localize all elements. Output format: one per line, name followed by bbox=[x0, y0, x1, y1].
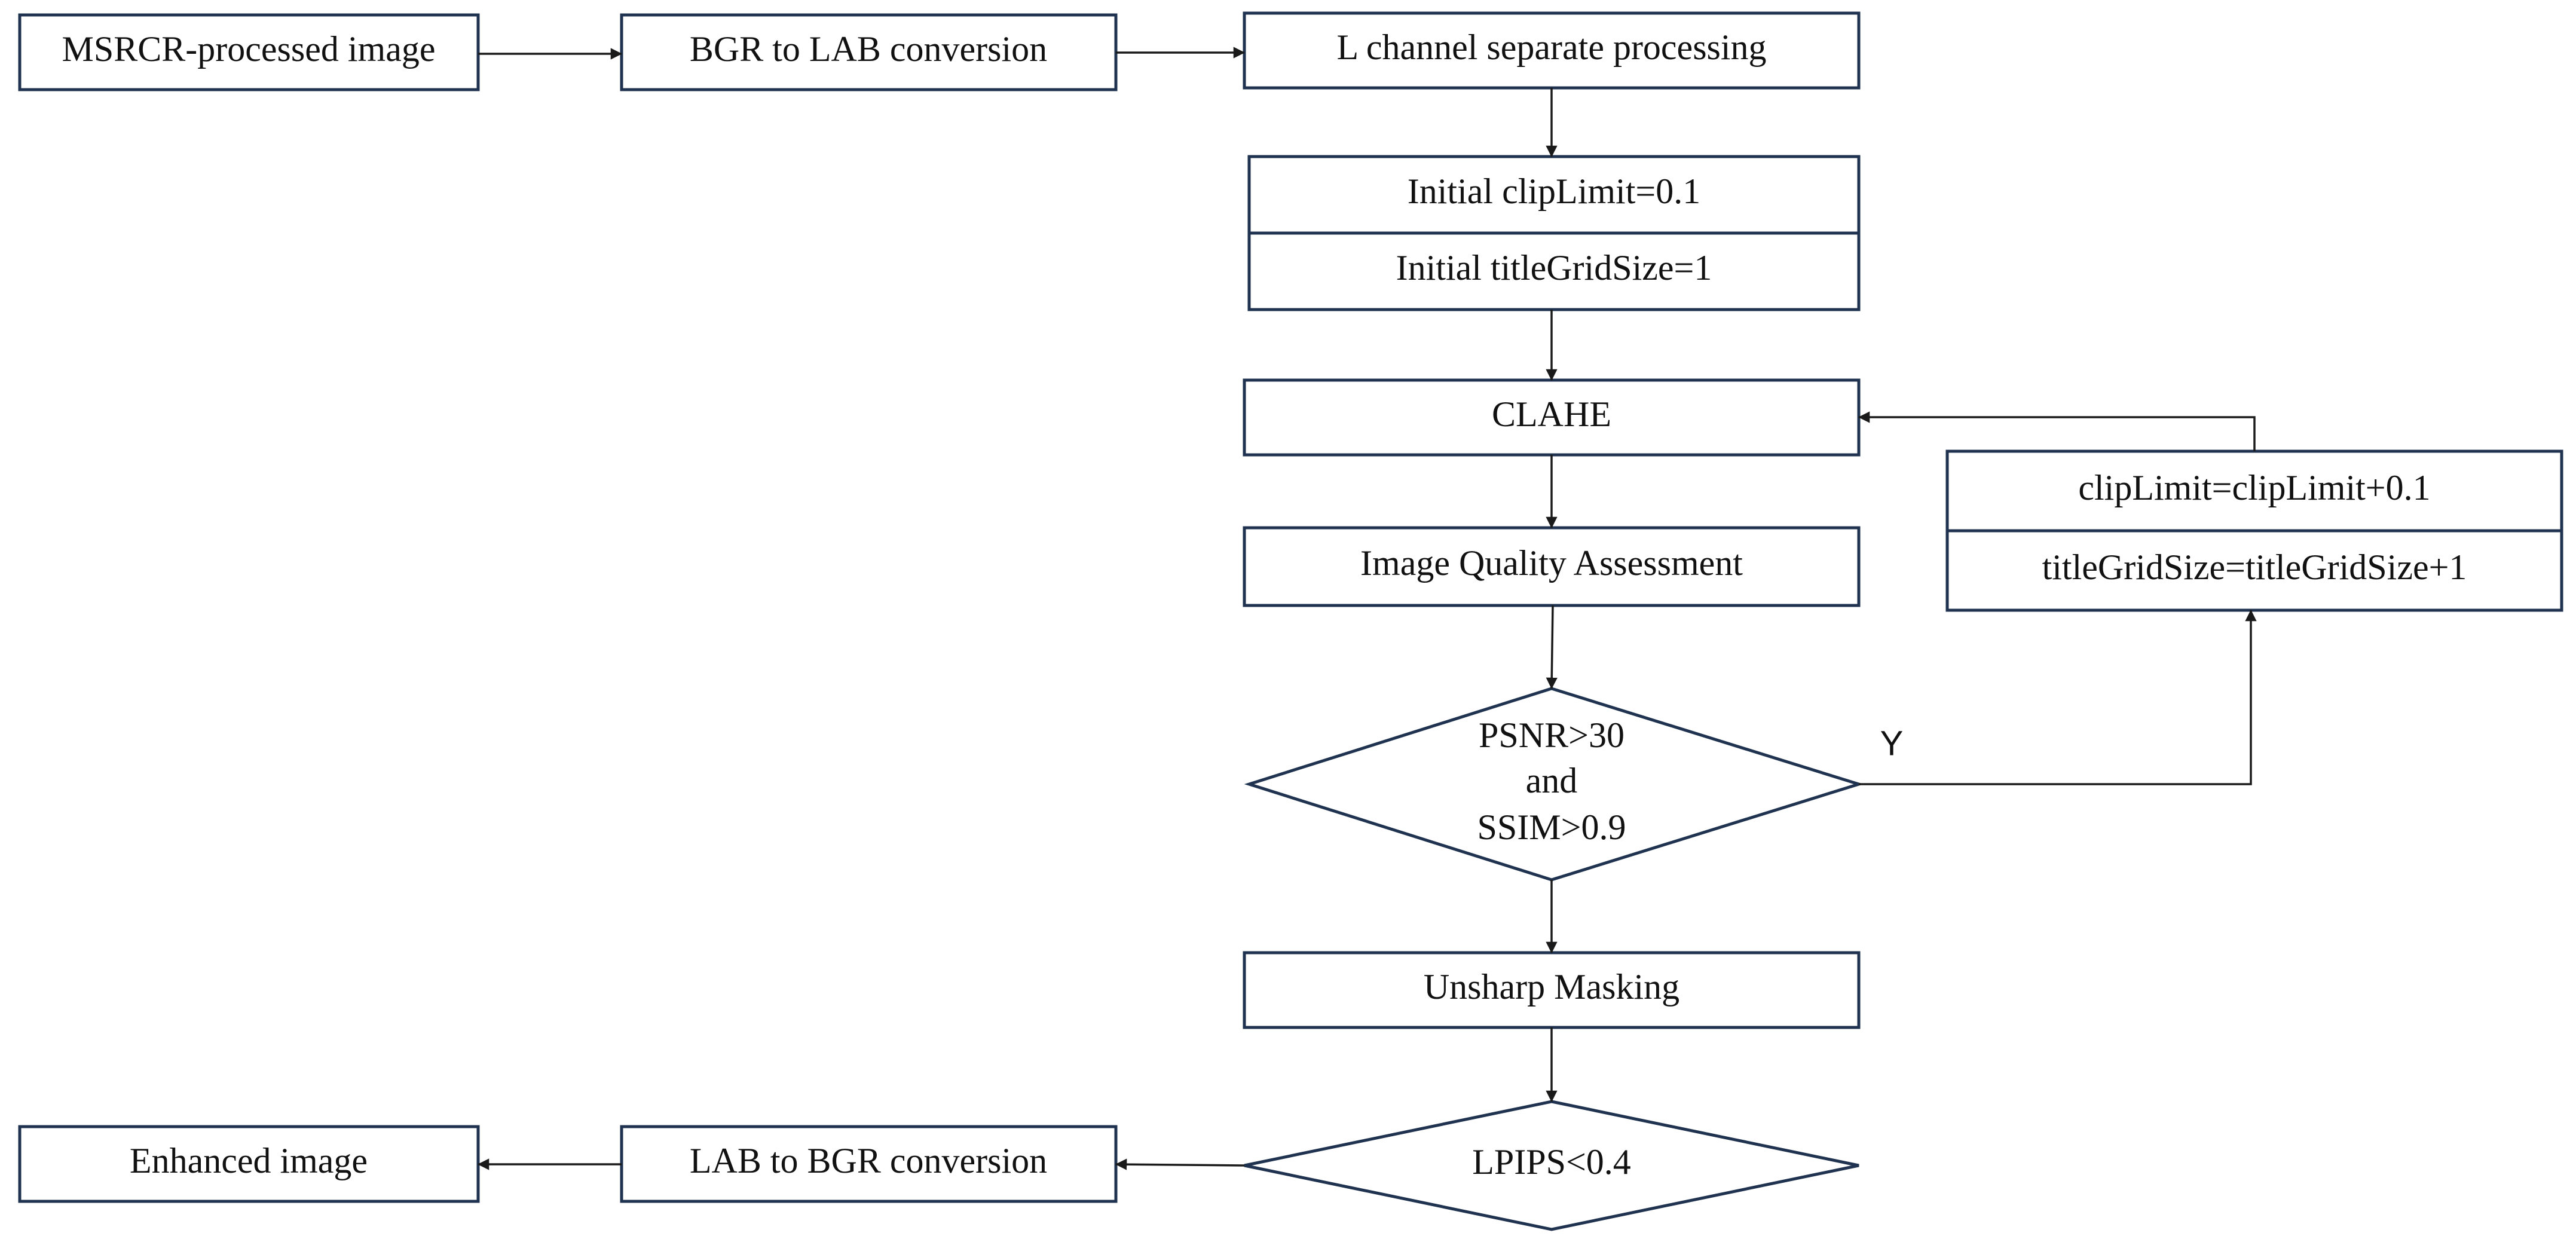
update-clip-label: clipLimit=clipLimit+0.1 bbox=[2078, 468, 2430, 507]
decision-lpips bbox=[1244, 1100, 1859, 1231]
clahe-label: CLAHE bbox=[1492, 394, 1611, 434]
l-channel-label: L channel separate processing bbox=[1336, 27, 1766, 67]
decision1-line3: SSIM>0.9 bbox=[1477, 807, 1626, 847]
init-grid-label: Initial titleGridSize=1 bbox=[1396, 248, 1712, 287]
init-clip-label: Initial clipLimit=0.1 bbox=[1408, 172, 1700, 211]
iqa-label: Image Quality Assessment bbox=[1360, 543, 1743, 583]
init-clip-box bbox=[1247, 155, 1861, 235]
lab-bgr-box bbox=[620, 1125, 1118, 1203]
msrcr-box bbox=[18, 13, 480, 91]
edge-lpips-to-labbgr bbox=[1115, 1158, 1245, 1170]
init-grid-box bbox=[1247, 231, 1861, 311]
iqa-box bbox=[1243, 526, 1861, 607]
bgr-lab-box bbox=[620, 13, 1118, 91]
enhanced-label: Enhanced image bbox=[130, 1141, 368, 1180]
msrcr-label: MSRCR-processed image bbox=[62, 29, 436, 69]
enhanced-box bbox=[18, 1125, 480, 1203]
edge-decision-yes-to-update bbox=[1859, 610, 2257, 785]
decision2-label: LPIPS<0.4 bbox=[1472, 1142, 1631, 1182]
decision1-line2: and bbox=[1526, 761, 1578, 800]
bgr-lab-label: BGR to LAB conversion bbox=[690, 29, 1047, 69]
update-grid-label: titleGridSize=titleGridSize+1 bbox=[2042, 547, 2467, 587]
edge-update-to-clahe bbox=[1858, 411, 2256, 451]
update-clip-box bbox=[1945, 449, 2563, 533]
clahe-box bbox=[1243, 378, 1861, 457]
edge-iqa-to-decision bbox=[1546, 605, 1558, 689]
unsharp-label: Unsharp Masking bbox=[1424, 967, 1679, 1007]
yes-label: Y bbox=[1880, 724, 1904, 763]
lab-bgr-label: LAB to BGR conversion bbox=[690, 1141, 1047, 1180]
decision1-line1: PSNR>30 bbox=[1479, 715, 1624, 755]
